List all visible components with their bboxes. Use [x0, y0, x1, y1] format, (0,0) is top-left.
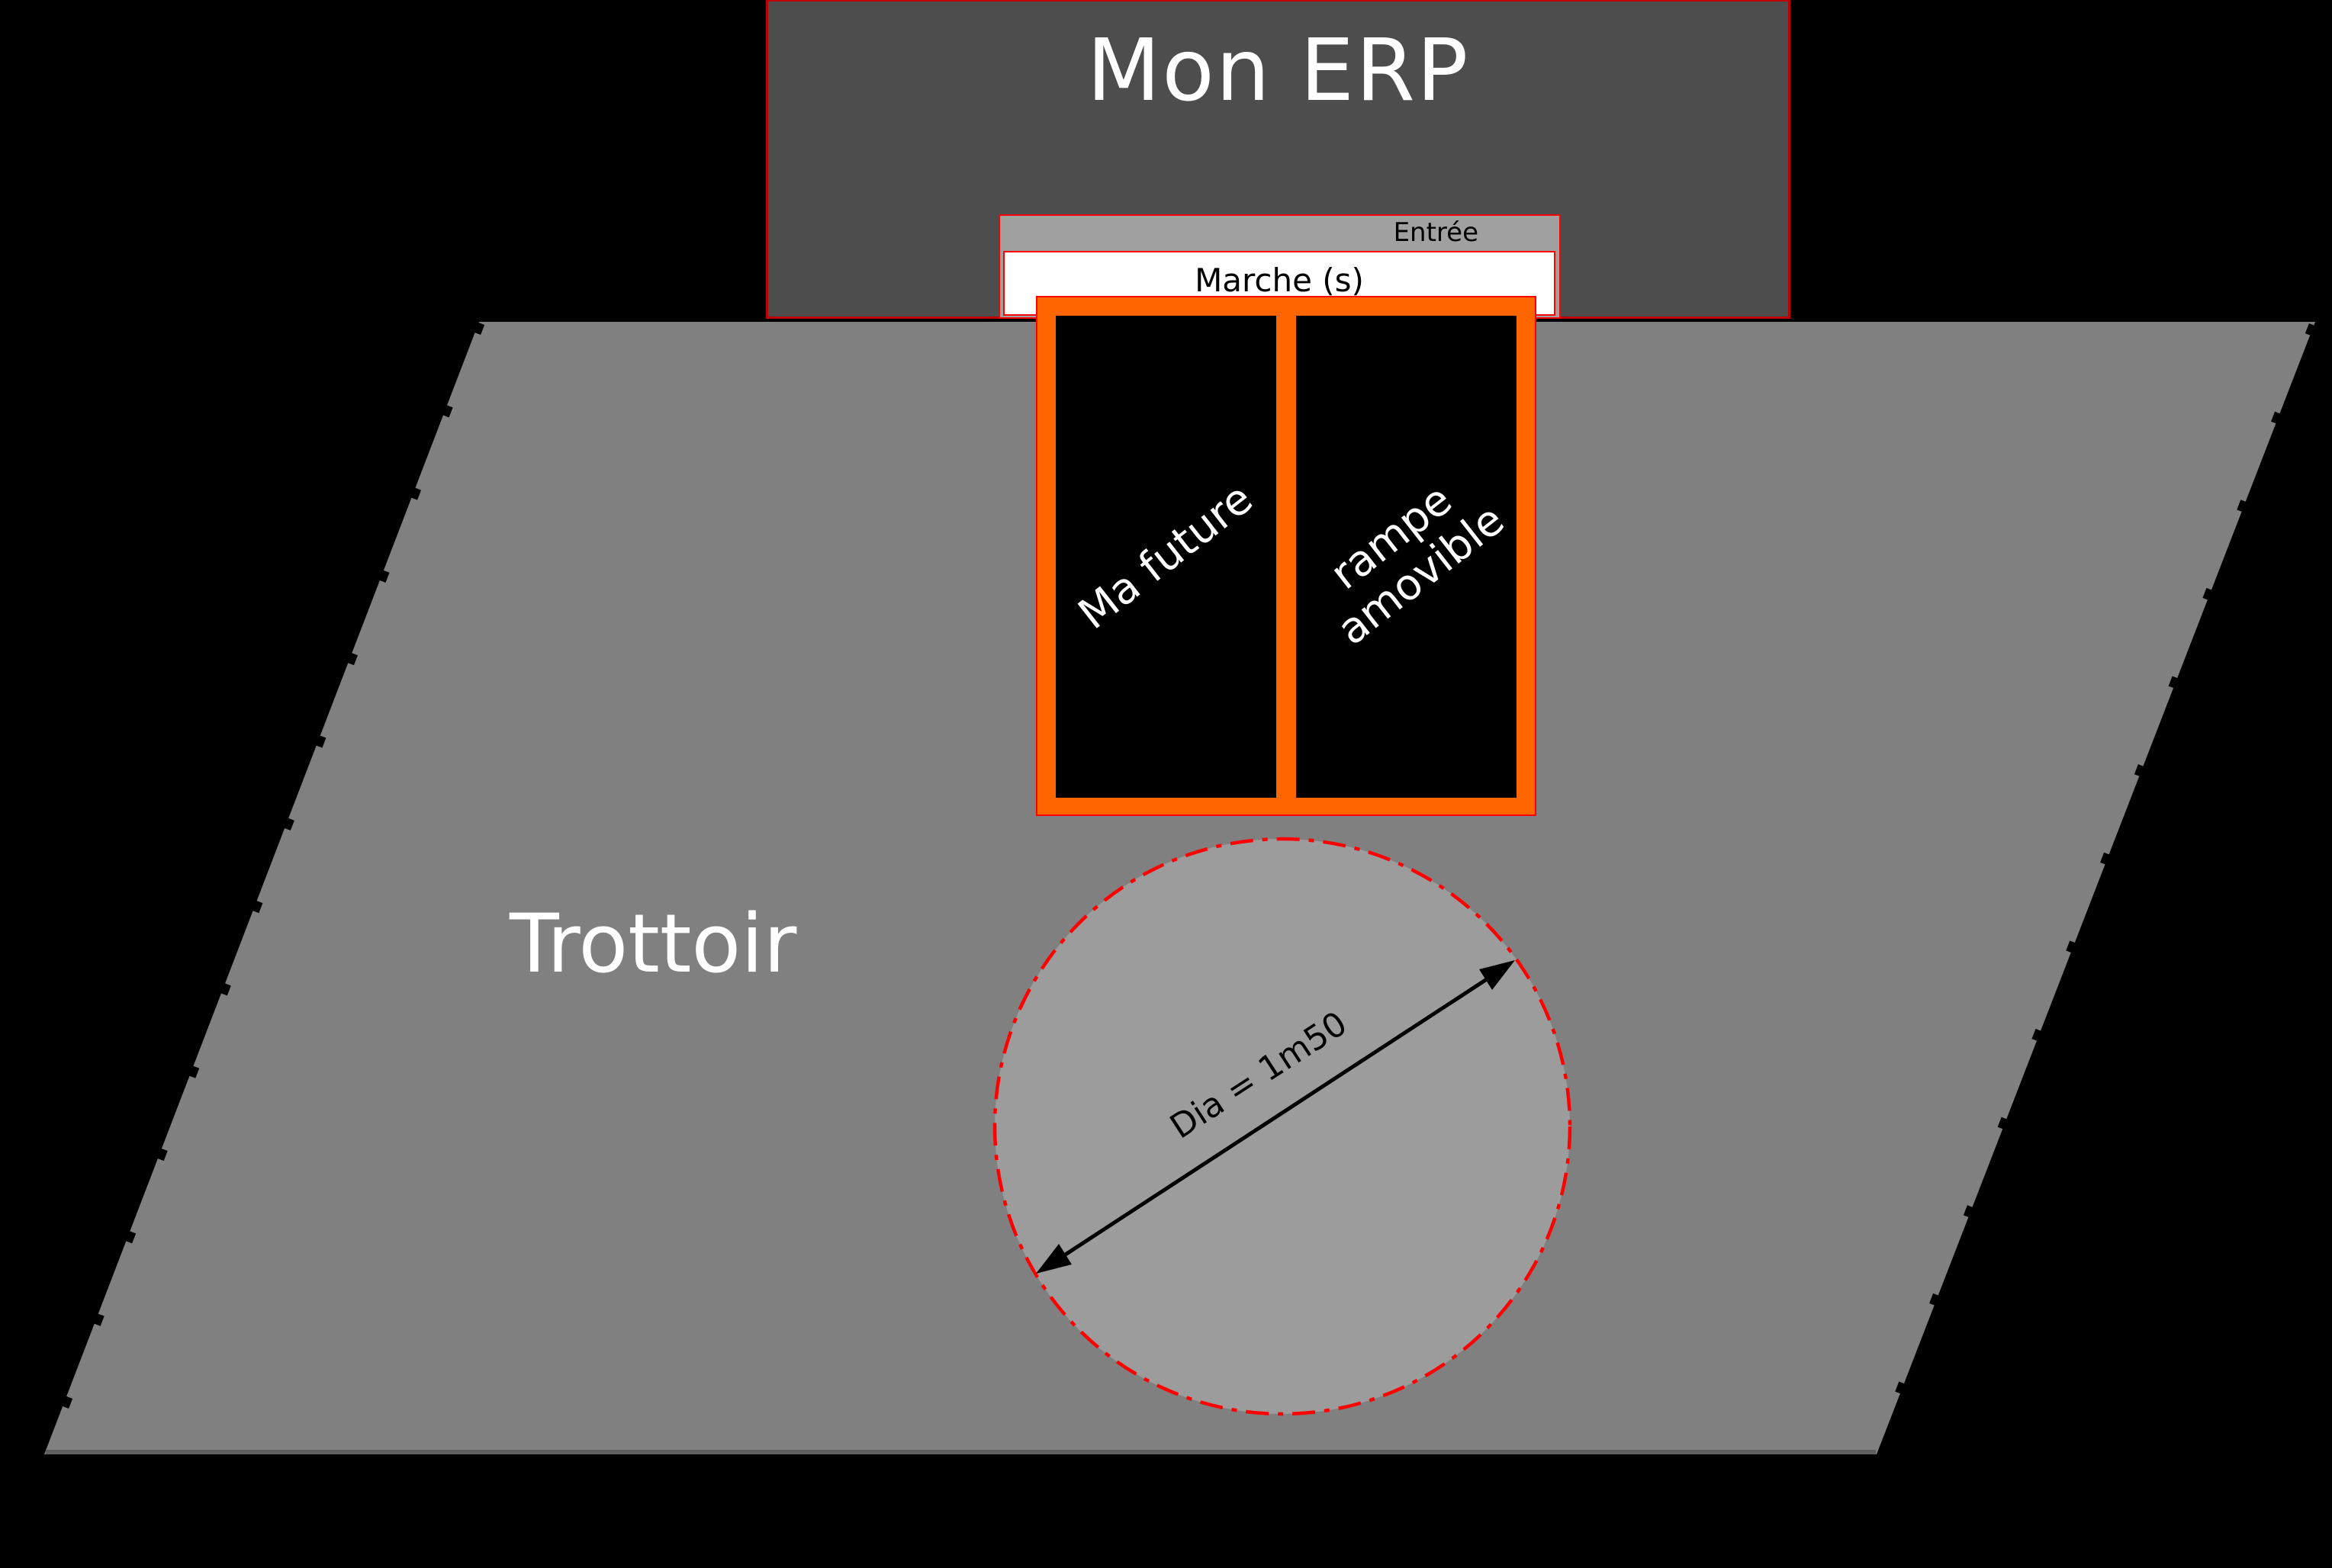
- ramp-label-right: rampe amovible: [1299, 458, 1513, 655]
- entrance-label: Entrée: [1393, 217, 1478, 248]
- ramp-label-left: Ma future: [1069, 473, 1262, 639]
- ramp-panel-left: Ma future: [1056, 316, 1276, 798]
- clearance-circle: [995, 839, 1570, 1414]
- ramp-panel-right: rampe amovible: [1296, 316, 1517, 798]
- clearance-circle-border: [992, 837, 1572, 1416]
- sidewalk-label: Trottoir: [510, 897, 797, 991]
- ramp-frame: Ma future rampe amovible: [1036, 296, 1536, 816]
- steps-label: Marche (s): [1195, 262, 1364, 299]
- diameter-arrowhead-upper: [1479, 960, 1515, 990]
- building-title: Mon ERP: [1086, 21, 1470, 120]
- diameter-arrow-shaft: [1060, 975, 1491, 1259]
- diameter-arrowhead-lower: [1036, 1244, 1072, 1274]
